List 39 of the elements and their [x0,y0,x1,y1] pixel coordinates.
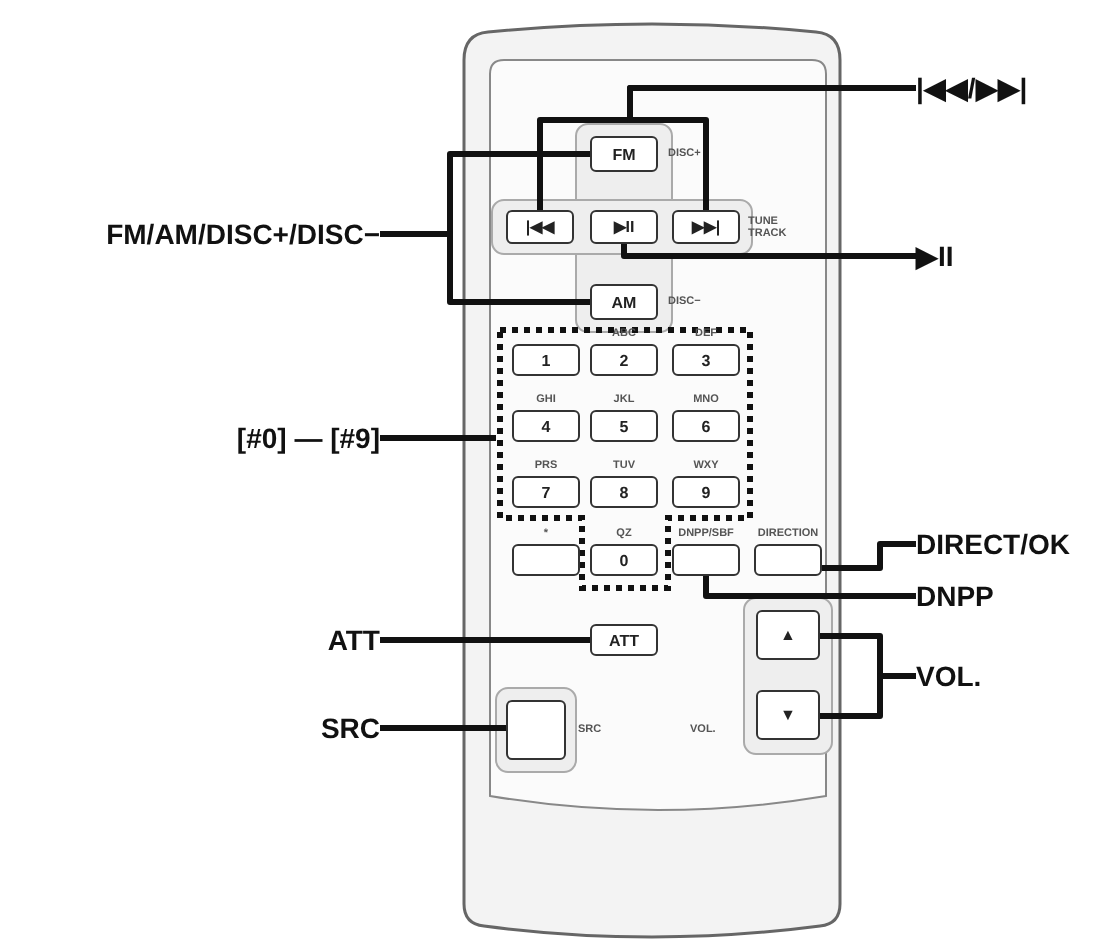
leader-line [703,576,916,599]
leader-line [621,244,916,259]
callout-label: DNPP [916,578,994,614]
remote-button: 7 [512,476,580,508]
remote-button: FM [590,136,658,172]
remote-button [506,700,566,760]
callout-label: SRC [320,710,380,746]
remote-button [512,544,580,576]
remote-button [672,544,740,576]
remote-button: 6 [672,410,740,442]
leader-line [380,637,590,643]
callout-label: ▶II [916,238,954,274]
remote-button: 9 [672,476,740,508]
remote-button: 5 [590,410,658,442]
leader-line [380,231,590,305]
remote-button: 2 [590,344,658,376]
remote-button: 0 [590,544,658,576]
callout-label: FM/AM/DISC+/DISC− [106,216,380,252]
remote-button: |◀◀ [506,210,574,244]
remote-button: AM [590,284,658,320]
callout-label: ATT [327,622,380,658]
leader-line [380,725,506,731]
remote-button: ▼ [756,690,820,740]
leader-line [820,673,916,719]
remote-button: ▲ [756,610,820,660]
remote-button: ATT [590,624,658,656]
callout-label: DIRECT/OK [916,526,1070,562]
remote-button: 8 [590,476,658,508]
remote-button: 4 [512,410,580,442]
remote-button [754,544,822,576]
callout-label: [#0] — [#9] [236,420,380,456]
remote-button: ▶▶| [672,210,740,244]
leader-line [822,541,916,571]
callout-label: VOL. [916,658,982,694]
callout-label: |◀◀/▶▶| [916,70,1028,106]
remote-button: 1 [512,344,580,376]
remote-button: ▶II [590,210,658,244]
remote-button: 3 [672,344,740,376]
leader-line [380,435,496,441]
